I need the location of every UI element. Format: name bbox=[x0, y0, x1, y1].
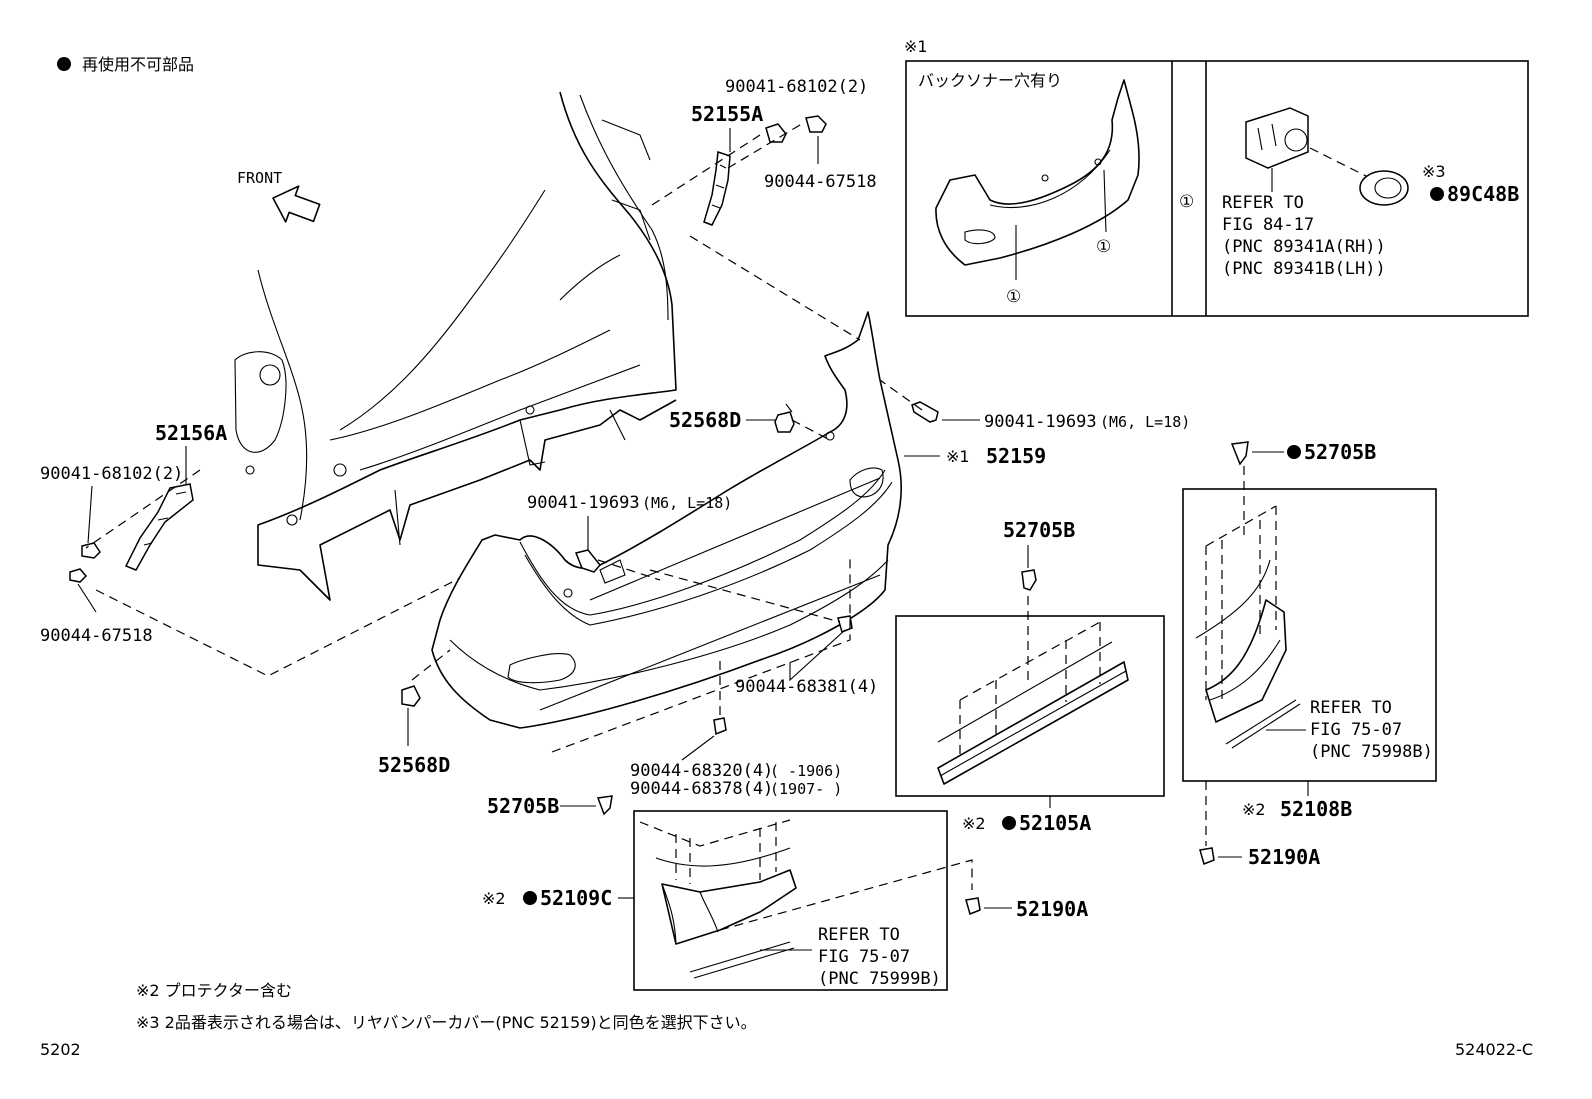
body-side-panel bbox=[234, 91, 677, 601]
circled-one-divider: ① bbox=[1179, 192, 1194, 212]
legend: 再使用不可部品 bbox=[57, 55, 194, 74]
bolt-90041-68102-left bbox=[81, 542, 101, 559]
non-reusable-bullet-icon bbox=[1287, 445, 1301, 459]
sonar-refer-3: (PNC 89341A(RH)) bbox=[1222, 237, 1386, 257]
sonar-refer-2: FIG 84-17 bbox=[1222, 215, 1314, 235]
footer-left-code: 5202 bbox=[40, 1040, 81, 1059]
part-label: 52156A bbox=[155, 421, 227, 445]
part-label: 52155A bbox=[691, 102, 763, 126]
part-label: 52108B bbox=[1280, 797, 1352, 821]
circled-one-left: ① bbox=[1006, 287, 1021, 307]
screw-90044-67518-left bbox=[69, 568, 88, 583]
part-label: 90041-19693 bbox=[527, 493, 640, 513]
non-reusable-bullet-icon bbox=[1002, 816, 1016, 830]
sensor-mark: ※3 bbox=[1422, 162, 1446, 181]
part-label: 90041-68102(2) bbox=[40, 464, 183, 484]
part-label: (M6, L=18) bbox=[1100, 413, 1190, 431]
refer-line: (PNC 75999B) bbox=[818, 969, 941, 989]
screw-90044-68320 bbox=[713, 717, 727, 736]
sensor-part-number: 89C48B bbox=[1447, 182, 1519, 206]
part-label: (1907- ) bbox=[770, 780, 842, 798]
refer-line: FIG 75-07 bbox=[818, 947, 910, 967]
non-reusable-bullet-icon bbox=[1430, 187, 1444, 201]
sonar-retainer bbox=[1359, 170, 1409, 206]
bracket-52155A bbox=[703, 150, 731, 226]
box-protector-52108B: 52705B REFER TO FIG 75-07 (PNC 75998B) ※… bbox=[1182, 440, 1437, 869]
refer-line: REFER TO bbox=[1310, 698, 1392, 718]
part-label: 52190A bbox=[1248, 845, 1320, 869]
part-label: 52568D bbox=[378, 753, 450, 777]
part-label: 52105A bbox=[1019, 811, 1091, 835]
part-label: 90044-67518 bbox=[40, 626, 153, 646]
part-label: 52705B bbox=[1304, 440, 1376, 464]
part-label: 52159 bbox=[986, 444, 1046, 468]
part-label: 52109C bbox=[540, 886, 612, 910]
note-3: ※3 2品番表示される場合は、リヤバンパーカバー(PNC 52159)と同色を選… bbox=[136, 1013, 757, 1032]
part-label: ※2 bbox=[1242, 800, 1266, 819]
screw-90044-68381 bbox=[837, 615, 853, 634]
refer-line: REFER TO bbox=[818, 925, 900, 945]
part-label: ※2 bbox=[962, 814, 986, 833]
box-protector-52109C: 52705B REFER TO FIG 75-07 (PNC 75999B) ※… bbox=[482, 794, 1088, 991]
box-protector-52105A: 52705B ※2 52105A bbox=[895, 518, 1165, 835]
footer: 5202 524022-C bbox=[40, 1040, 1533, 1059]
inset-sonar: ※1 バックソナー穴有り ① ① ① REFER TO FIG 8 bbox=[904, 37, 1529, 317]
part-label: ( -1906) bbox=[770, 762, 842, 780]
part-label: 90041-68102(2) bbox=[725, 77, 868, 97]
part-label: 90044-67518 bbox=[764, 172, 877, 192]
refer-line: FIG 75-07 bbox=[1310, 720, 1402, 740]
sonar-refer-1: REFER TO bbox=[1222, 193, 1304, 213]
front-arrow-icon bbox=[272, 185, 321, 223]
screw-90044-67518-top bbox=[805, 115, 827, 133]
front-indicator: FRONT bbox=[237, 169, 321, 223]
part-label: 52190A bbox=[1016, 897, 1088, 921]
inset-sonar-title: バックソナー穴有り bbox=[918, 71, 1062, 90]
non-reusable-bullet-icon bbox=[523, 891, 537, 905]
refer-line: (PNC 75998B) bbox=[1310, 742, 1433, 762]
legend-text: 再使用不可部品 bbox=[82, 55, 194, 74]
part-label: 90041-19693 bbox=[984, 412, 1097, 432]
clip-52568D-bottom bbox=[401, 685, 421, 707]
bracket-52156A bbox=[124, 483, 194, 571]
sonar-sensor bbox=[1245, 107, 1371, 192]
part-label: 52705B bbox=[487, 794, 559, 818]
part-label: 52568D bbox=[669, 408, 741, 432]
inset-sonar-mark: ※1 bbox=[904, 37, 928, 56]
non-reusable-bullet-icon bbox=[57, 57, 71, 71]
footer-right-code: 524022-C bbox=[1455, 1040, 1533, 1059]
part-label: 52705B bbox=[1003, 518, 1075, 542]
part-label: 90044-68381(4) bbox=[735, 677, 878, 697]
part-label: 90044-68378(4) bbox=[630, 779, 773, 799]
part-label: ※1 bbox=[946, 447, 970, 466]
sonar-refer-4: (PNC 89341B(LH)) bbox=[1222, 259, 1386, 279]
part-label: 90044-68320(4) bbox=[630, 761, 773, 781]
part-label: (M6, L=18) bbox=[642, 494, 732, 512]
clip-52568D-top bbox=[774, 403, 795, 433]
circled-one-right: ① bbox=[1096, 237, 1111, 257]
part-label: ※2 bbox=[482, 889, 506, 908]
front-label: FRONT bbox=[237, 169, 282, 187]
assembly-lines-main bbox=[85, 121, 923, 753]
leader-lines bbox=[77, 128, 980, 761]
note-2: ※2 プロテクター含む bbox=[136, 981, 292, 1000]
notes: ※2 プロテクター含む ※3 2品番表示される場合は、リヤバンパーカバー(PNC… bbox=[136, 981, 757, 1032]
rear-bumper-cover-52159 bbox=[431, 311, 902, 729]
bolt-90041-19693-mid bbox=[574, 549, 601, 573]
bumper-with-sonar-holes bbox=[935, 79, 1140, 266]
part-labels: 52155A 90041-68102(2) 90044-67518 52156A… bbox=[40, 77, 1190, 799]
bolt-90041-68102-top bbox=[765, 123, 787, 143]
